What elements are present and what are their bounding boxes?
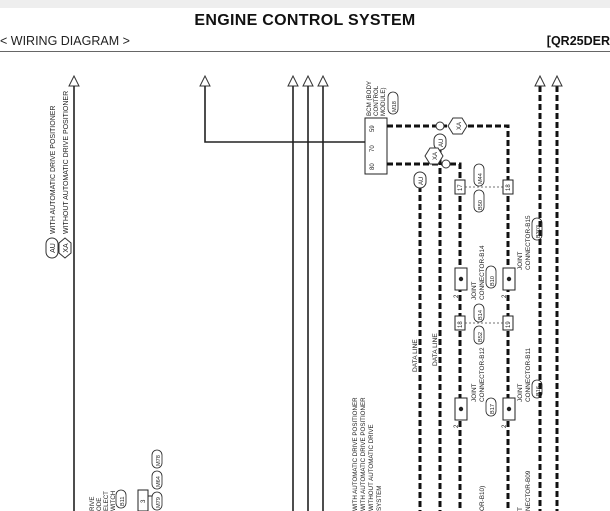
svg-text:RIVE: RIVE: [89, 497, 96, 511]
svg-text:M79: M79: [156, 497, 162, 508]
svg-text:CONNECTOR-B14: CONNECTOR-B14: [479, 245, 486, 300]
marker-xa-mid-label: XA: [433, 152, 439, 160]
marker-au-mid: [433, 133, 447, 151]
data-line-label-1: DATA LINE: [412, 339, 419, 372]
svg-text:JOINT: JOINT: [471, 383, 478, 402]
joint-connector-b11: 2 JOINT CONNECTOR-B11 B16: [502, 347, 543, 428]
bcm-connector: M18: [392, 101, 398, 112]
tag-b52: B52: [478, 332, 484, 342]
bcm-label-line3: MODULE): [380, 87, 387, 116]
svg-text:CONNECTOR-B12: CONNECTOR-B12: [479, 347, 486, 402]
legend-xa: XA WITHOUT AUTOMATIC DRIVE POSITIONER: [58, 91, 72, 259]
legend-au-code: AU: [50, 243, 57, 253]
svg-text:B303: B303: [536, 225, 542, 238]
joint-connector-b12: 2 JOINT CONNECTOR-B12 B17: [454, 347, 497, 428]
right-arrows: [534, 74, 563, 87]
marker-xa-mid: [424, 147, 444, 165]
svg-text:2: 2: [454, 294, 460, 298]
svg-text:WITCH: WITCH: [110, 491, 117, 511]
marker-xa-top-label: XA: [457, 122, 463, 130]
note-line2: WITH AUTOMATIC DRIVE POSITIONER: [360, 397, 367, 511]
marker-xa-top: [447, 117, 468, 135]
engine-code: [QR25DER: [546, 34, 610, 48]
bcm-pin-59: 59: [370, 125, 376, 132]
svg-text:M78: M78: [156, 455, 162, 466]
svg-text:2: 2: [502, 294, 508, 298]
junction-top: [435, 121, 445, 131]
page-title: ENGINE CONTROL SYSTEM: [194, 12, 416, 29]
junction-mid: [441, 159, 451, 169]
joint-b09-line2: NECTOR-B09: [525, 470, 532, 511]
svg-text:B17: B17: [490, 404, 496, 414]
svg-text:B10: B10: [490, 276, 496, 286]
wire-bcm-arrow: [199, 74, 211, 87]
svg-text:JOINT: JOINT: [471, 281, 478, 300]
svg-text:JOINT: JOINT: [517, 383, 524, 402]
connector-18-pin: 18: [506, 184, 512, 191]
bcm-pin-70: 70: [370, 145, 376, 152]
bcm-pin-80: 80: [370, 163, 376, 170]
tag-b50: B50: [478, 200, 484, 210]
svg-text:ODE: ODE: [96, 498, 103, 511]
legend-au: AU WITH AUTOMATIC DRIVE POSITIONER: [45, 106, 59, 259]
bcm-module: 59 70 80 BCM (BODY CONTROL MODULE) M18: [364, 81, 399, 175]
connector-18b-pin: 18: [458, 321, 464, 328]
connector-17-pin: 17: [458, 184, 464, 191]
joint-b10-text: OR-B10): [479, 486, 486, 511]
marker-au-low: [413, 171, 427, 189]
drive-mode-switch: RIVE ODE ELECT WITCH B11 3 M78 M64 M79: [89, 449, 163, 511]
legend: AU WITH AUTOMATIC DRIVE POSITIONER XA WI…: [45, 91, 72, 259]
svg-text:2: 2: [502, 424, 508, 428]
wire-left-arrow: [68, 74, 80, 87]
note-line3: WITHOUT AUTOMATIC DRIVE: [368, 424, 375, 511]
svg-text:B16: B16: [536, 386, 542, 396]
wire-to-bcm: [204, 86, 365, 143]
section-label: < WIRING DIAGRAM >: [0, 34, 130, 48]
joint-connector-b14: 2 JOINT CONNECTOR-B14 B10: [454, 245, 497, 300]
svg-text:3: 3: [141, 499, 147, 503]
svg-text:M64: M64: [156, 476, 162, 487]
tag-b14: B14: [478, 310, 484, 320]
svg-text:CONNECTOR-B15: CONNECTOR-B15: [525, 215, 532, 270]
bcm-label-line2: CONTROL: [373, 85, 380, 116]
connector-19-pin: 19: [506, 321, 512, 328]
top-bar: [0, 0, 610, 8]
legend-au-text: WITH AUTOMATIC DRIVE POSITIONER: [50, 106, 57, 234]
wire-group-triple-lines: [292, 86, 324, 511]
legend-xa-text: WITHOUT AUTOMATIC DRIVE POSITIONER: [63, 91, 70, 234]
svg-text:B11: B11: [120, 496, 126, 506]
note-line4: SYSTEM: [376, 486, 383, 511]
svg-text:CONNECTOR-B11: CONNECTOR-B11: [525, 347, 532, 402]
joint-b09-line1: T: [517, 507, 524, 511]
data-line-label-2: DATA LINE: [432, 333, 439, 366]
svg-text:2: 2: [454, 424, 460, 428]
header-divider: [0, 51, 610, 52]
joint-connector-b15: 2 JOINT CONNECTOR-B15 B303: [502, 215, 543, 298]
note-line1: WITH AUTOMATIC DRIVE POSITIONER: [352, 397, 359, 511]
svg-text:JOINT: JOINT: [517, 251, 524, 270]
svg-text:ELECT: ELECT: [103, 491, 110, 511]
bcm-label-line1: BCM (BODY: [366, 81, 373, 116]
marker-au-low-label: AU: [419, 177, 425, 185]
data-line-dashed: [387, 86, 559, 511]
marker-au-mid-label: AU: [439, 139, 445, 147]
wire-group-triple: [287, 74, 329, 87]
tag-m44: M44: [478, 173, 484, 184]
legend-xa-code: XA: [63, 243, 70, 253]
